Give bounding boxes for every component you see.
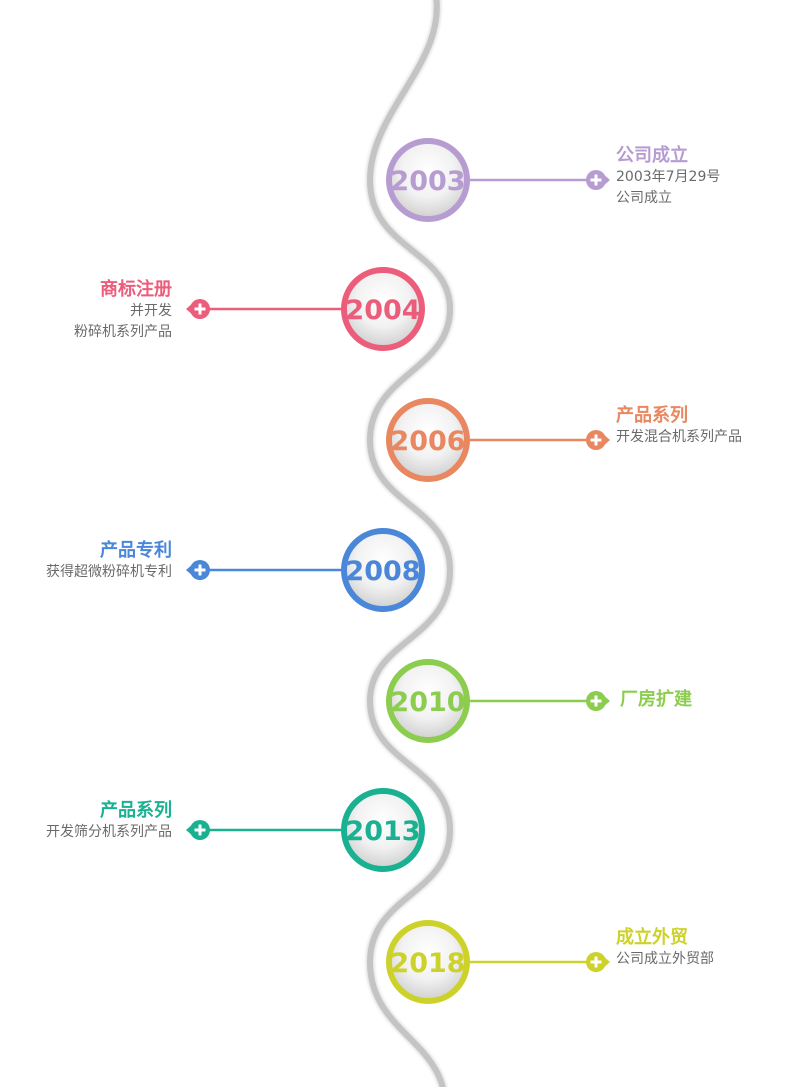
milestone-label-2010: 厂房扩建	[620, 689, 692, 711]
milestone-description: 粉碎机系列产品	[74, 324, 172, 340]
milestone-title: 产品专利	[100, 540, 172, 561]
milestone-title: 厂房扩建	[620, 689, 692, 710]
milestone-title: 公司成立	[616, 145, 688, 166]
year-label: 2006	[390, 426, 465, 457]
year-label: 2008	[345, 556, 420, 587]
milestone-2010: 2010	[386, 659, 610, 743]
milestone-description: 获得超微粉碎机专利	[46, 564, 172, 580]
year-label: 2010	[390, 687, 465, 718]
milestone-label-2013: 产品系列开发筛分机系列产品	[46, 800, 172, 843]
milestone-label-2006: 产品系列开发混合机系列产品	[616, 405, 742, 448]
milestone-description: 开发筛分机系列产品	[46, 824, 172, 840]
year-label: 2018	[390, 948, 465, 979]
milestone-label-2008: 产品专利获得超微粉碎机专利	[46, 540, 172, 583]
milestone-label-2018: 成立外贸公司成立外贸部	[616, 927, 714, 970]
year-disc	[386, 920, 470, 1004]
year-disc	[341, 788, 425, 872]
plus-icon[interactable]	[186, 299, 210, 319]
milestone-label-2004: 商标注册并开发粉碎机系列产品	[74, 279, 172, 343]
year-disc	[341, 528, 425, 612]
milestone-2004: 2004	[186, 267, 425, 351]
year-label: 2003	[390, 166, 465, 197]
timeline-spine	[366, 0, 454, 1087]
milestone-2018: 2018	[386, 920, 610, 1004]
year-label: 2004	[345, 295, 420, 326]
milestone-title: 产品系列	[616, 405, 688, 426]
plus-icon[interactable]	[586, 691, 610, 711]
milestone-title: 商标注册	[100, 279, 172, 300]
milestone-2003: 2003	[386, 138, 610, 222]
year-disc	[386, 138, 470, 222]
milestone-2006: 2006	[386, 398, 610, 482]
plus-icon[interactable]	[586, 952, 610, 972]
milestone-title: 成立外贸	[616, 927, 688, 948]
milestone-description: 开发混合机系列产品	[616, 429, 742, 445]
plus-icon[interactable]	[186, 560, 210, 580]
plus-icon[interactable]	[586, 430, 610, 450]
milestone-description: 2003年7月29号	[616, 169, 721, 185]
year-disc	[341, 267, 425, 351]
year-label: 2013	[345, 816, 420, 847]
year-disc	[386, 398, 470, 482]
milestone-description: 并开发	[130, 303, 172, 319]
year-disc	[386, 659, 470, 743]
milestone-2008: 2008	[186, 528, 425, 612]
milestone-description: 公司成立外贸部	[616, 951, 714, 967]
milestone-2013: 2013	[186, 788, 425, 872]
plus-icon[interactable]	[586, 170, 610, 190]
milestone-description: 公司成立	[616, 190, 672, 206]
plus-icon[interactable]	[186, 820, 210, 840]
milestone-title: 产品系列	[100, 800, 172, 821]
